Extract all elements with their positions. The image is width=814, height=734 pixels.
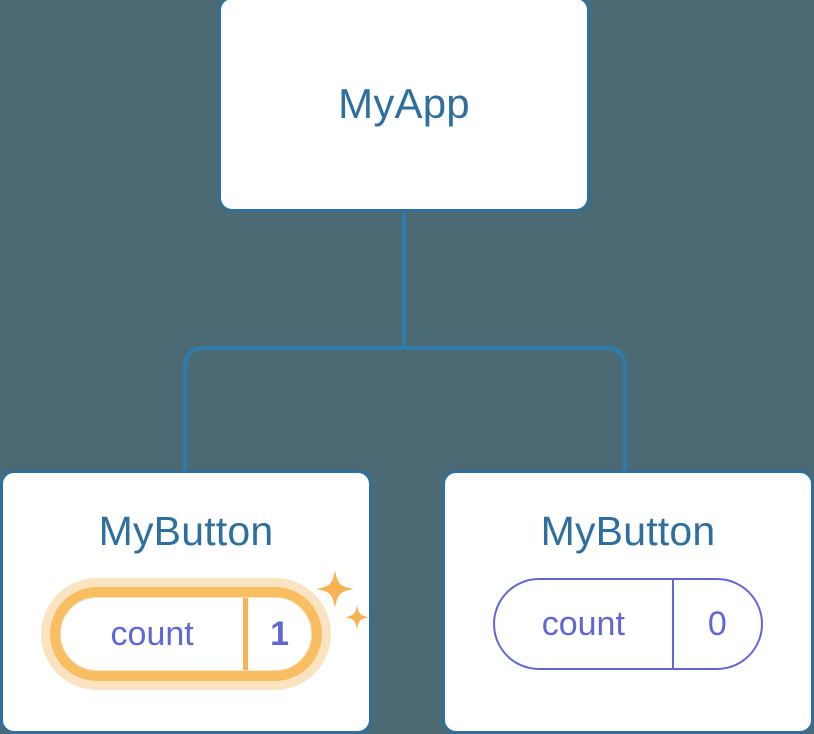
state-pill-value: 0 bbox=[707, 605, 727, 643]
node-child-mybutton-1[interactable]: MyButton count 1 bbox=[0, 470, 372, 734]
state-pill-divider bbox=[671, 580, 674, 668]
state-pill-wrapper-highlighted: count 1 bbox=[41, 570, 369, 690]
node-root-myapp[interactable]: MyApp bbox=[218, 0, 590, 212]
sparkle-small-icon bbox=[345, 605, 369, 630]
state-pill-key: count bbox=[541, 605, 625, 643]
state-pill-count-0[interactable]: count 0 bbox=[493, 578, 763, 670]
state-pill-wrapper-plain: count 0 bbox=[493, 578, 763, 670]
state-pill-value: 1 bbox=[270, 615, 290, 653]
node-child-mybutton-2[interactable]: MyButton count 0 bbox=[442, 470, 814, 734]
node-child-title: MyButton bbox=[98, 508, 274, 554]
node-root-title: MyApp bbox=[338, 80, 470, 127]
state-pill-divider bbox=[243, 598, 249, 670]
state-pill-key: count bbox=[110, 615, 194, 653]
connector-branch-left bbox=[183, 346, 404, 472]
node-child-title: MyButton bbox=[540, 508, 716, 554]
connector-branch-right bbox=[404, 346, 627, 472]
state-pill-count-1[interactable]: count 1 bbox=[60, 597, 312, 671]
state-pill-highlight-container: count 1 bbox=[41, 570, 369, 690]
